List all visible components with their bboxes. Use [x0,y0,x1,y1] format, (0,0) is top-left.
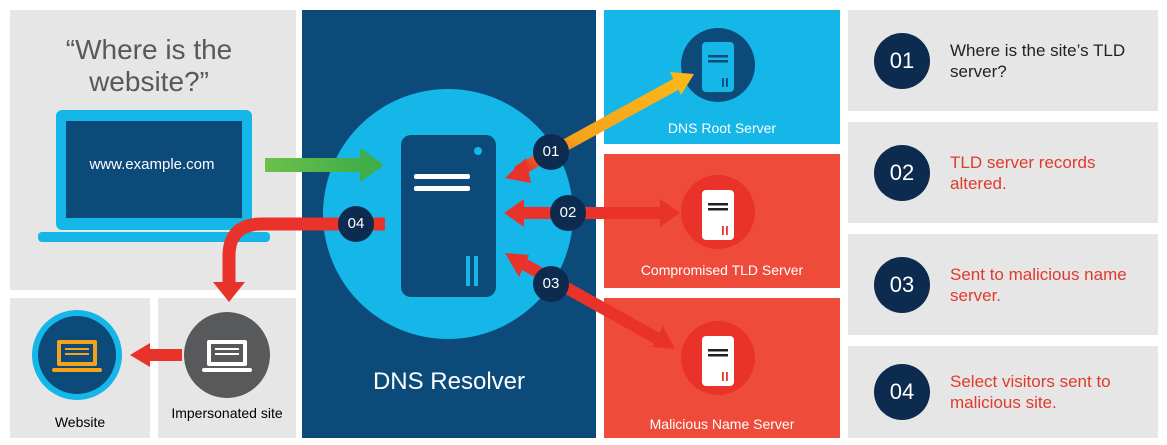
url-text: www.example.com [89,156,215,173]
step-2-number: 02 [874,145,930,201]
badge-01 [533,134,569,170]
badge-04-label: 04 [347,215,365,232]
badge-03-label: 03 [542,275,560,292]
step-2-text: TLD server records altered. [950,153,1096,193]
step-3-number: 03 [874,257,930,313]
step-3-text: Sent to malicious name server. [950,265,1127,305]
redirect-arrow [213,217,385,302]
malicious-server-label: Malicious Name Server [649,416,795,432]
badge-01-label: 01 [542,143,560,160]
root-server-label: DNS Root Server [667,120,777,136]
badge-02-label: 02 [559,204,577,221]
badge-04 [338,206,374,242]
query-arrow [265,148,384,182]
website-monitor-icon [32,310,122,400]
step-4-text: Select visitors sent to malicious site. [950,372,1111,412]
malicious-server-icon [681,321,755,395]
user-question: “Where is the website?” [65,34,233,97]
step-1-number: 01 [874,33,930,89]
impersonated-to-website-arrow [130,343,182,367]
website-label: Website [54,414,106,430]
tld-server-label: Compromised TLD Server [640,262,804,278]
tld-server-icon [681,175,755,249]
resolver-server-icon [401,135,496,297]
root-server-icon [681,28,755,102]
step-1-text: Where is the site’s TLD server? [950,41,1126,81]
step-4-number: 04 [874,364,930,420]
laptop-icon [38,110,270,242]
tld-query-arrow [504,199,680,227]
resolver-label: DNS Resolver [372,368,526,395]
impersonated-label: Impersonated site [171,405,283,421]
impersonated-monitor-icon [184,312,270,398]
badge-03 [533,266,569,302]
badge-02 [550,195,586,231]
